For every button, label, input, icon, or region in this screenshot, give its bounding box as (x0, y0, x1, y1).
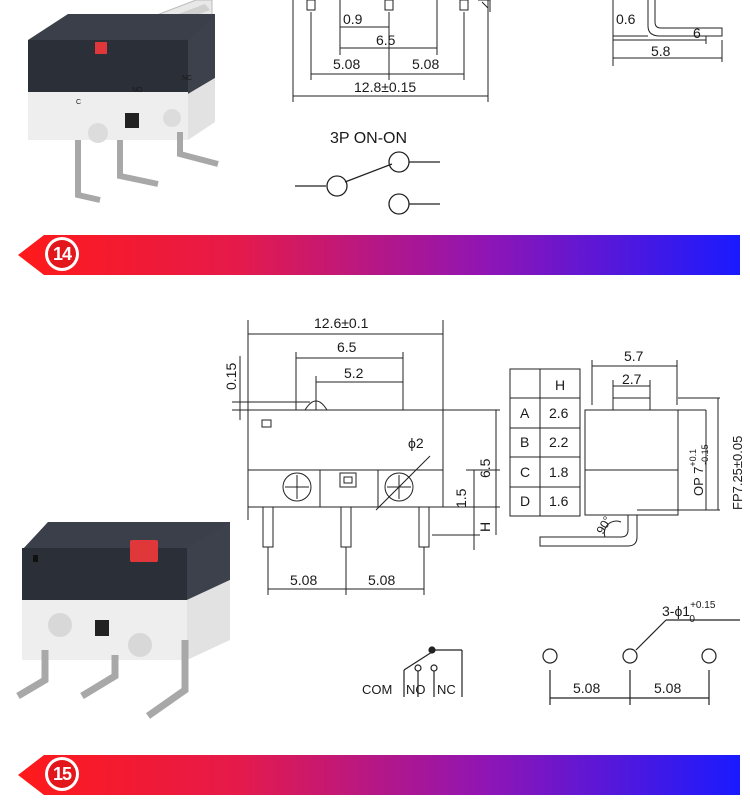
dim-15-5.08-left: 5.08 (290, 572, 317, 588)
h-table-value-b: 2.2 (549, 434, 569, 450)
schematic-label-com: COM (362, 682, 392, 697)
h-table-label-d: D (520, 493, 530, 509)
badge-number-14: 14 (48, 240, 76, 268)
dim-15-op-sup: +0.1 (688, 449, 698, 467)
dim-15-holes-main: 3-ϕ1 (662, 603, 690, 619)
schematic-15 (403, 646, 463, 697)
dim-15-12.6: 12.6±0.1 (314, 315, 369, 331)
photo-label-no: NO (132, 87, 143, 94)
dim-15-5.2: 5.2 (344, 365, 364, 381)
hole-pattern-15 (542, 619, 740, 705)
dim-14-6.5: 6.5 (376, 32, 396, 48)
badge-number-15: 15 (48, 760, 76, 788)
dim-15-0.15: 0.15 (223, 363, 239, 390)
dim-15-5.7: 5.7 (624, 348, 644, 364)
dim-15-hole-5.08-right: 5.08 (654, 680, 681, 696)
section-15-drawings: 12.6±0.1 6.5 5.2 0.15 ϕ2 6.5 1.5 H 5.08 … (16, 315, 745, 719)
dimension-drawing-15 (232, 320, 500, 595)
dim-15-phi2: ϕ2 (408, 435, 424, 451)
section-banner-14: 14 (18, 235, 740, 275)
schematic-14 (295, 151, 440, 215)
dim-15-op-main: OP 7 (691, 467, 706, 496)
h-table-header: H (555, 377, 565, 393)
dim-14-5.8: 5.8 (651, 43, 671, 59)
dim-15-hole-5.08-left: 5.08 (573, 680, 600, 696)
dim-15-6.5-top: 6.5 (337, 339, 357, 355)
h-table-value-d: 1.6 (549, 493, 569, 509)
dim-15-1.5: 1.5 (453, 488, 469, 508)
schematic-label-no: NO (406, 682, 426, 697)
dim-15-5.08-right: 5.08 (368, 572, 395, 588)
banner-bar-15 (18, 755, 740, 795)
dim-14-0.9: 0.9 (343, 11, 363, 27)
section-14-drawings: C NO NC 0.9 6.5 5.08 5.08 12.8±0.15 (28, 0, 723, 215)
dim-15-angle: 90° (593, 514, 614, 537)
badge-15: 15 (45, 757, 79, 791)
banner-bar-14 (18, 235, 740, 275)
schematic-title-14: 3P ON-ON (330, 130, 407, 147)
dimension-drawing-14 (292, 0, 491, 102)
dim-14-12.8: 12.8±0.15 (354, 79, 416, 95)
dim-15-holes-sup: +0.15 (690, 600, 716, 611)
badge-14: 14 (45, 237, 79, 271)
h-table (509, 368, 581, 517)
dim-14-5.08-right: 5.08 (412, 56, 439, 72)
dim-15-fp: FP7.25±0.05 (730, 436, 745, 510)
dim-15-op: OP 7+0.1-0.15 (688, 444, 710, 496)
terminal-side-drawing-14 (612, 0, 723, 66)
dim-14-0.6: 0.6 (616, 11, 636, 27)
photo-label-nc: NC (182, 75, 192, 82)
dim-14-5.08-left: 5.08 (333, 56, 360, 72)
h-table-label-b: B (520, 434, 529, 450)
dim-15-6.5-vertical: 6.5 (477, 458, 493, 478)
dim-15-h: H (477, 522, 493, 532)
dim-15-holes-sub: 0 (689, 614, 695, 625)
h-table-value-a: 2.6 (549, 405, 569, 421)
switch-photo-15 (16, 522, 230, 719)
dim-15-holes: 3-ϕ1+0.15 0 (662, 600, 716, 625)
h-table-label-a: A (520, 405, 530, 421)
side-view-drawing-15 (539, 360, 720, 547)
h-table-label-c: C (520, 464, 530, 480)
switch-photo-14: C NO NC (28, 0, 219, 203)
section-banner-15: 15 (18, 755, 740, 795)
photo-label-c: C (76, 99, 81, 106)
dim-14-6: 6 (693, 25, 701, 41)
dim-15-op-sub: -0.15 (700, 444, 710, 465)
dim-15-2.7: 2.7 (622, 371, 642, 387)
h-table-value-c: 1.8 (549, 464, 569, 480)
schematic-label-nc: NC (437, 682, 456, 697)
